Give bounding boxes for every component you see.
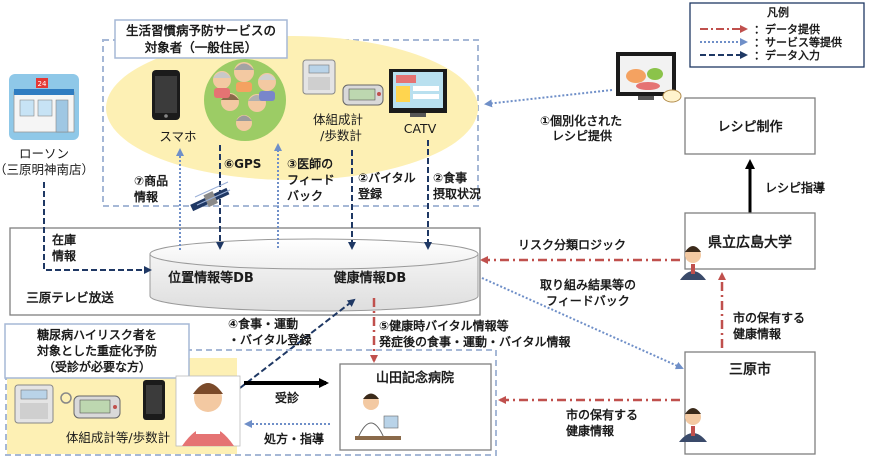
flow-patient-register-arrow (239, 298, 356, 389)
flow3-label-line2: フィード (287, 173, 335, 187)
stock-label-line1: 在庫 (52, 232, 76, 247)
smartphone-icon (152, 70, 180, 120)
database-cylinder (149, 238, 479, 312)
legend: 凡例 ：データ提供 ：サービス等提供 ：データ入力 (689, 2, 865, 68)
patient-title-line3: （受診が必要な方） (43, 359, 151, 374)
legend-label-data: ：データ提供 (754, 22, 820, 36)
patient-devices-label: 体組成計等/歩数計 (66, 430, 170, 445)
flow3-label-line3: バック (287, 189, 323, 203)
flow-recipe-provision-arrow (484, 89, 613, 108)
lawson-branch: （三原明神南店） (0, 162, 94, 177)
legend-label-input: ：データ入力 (754, 48, 820, 62)
lawson-store: 24 ローソン （三原明神南店） (0, 74, 94, 177)
hospital-label: 山田記念病院 (376, 370, 454, 386)
recipe-production-label: レシピ制作 (717, 119, 782, 135)
target-users-title-line2: 対象者（一般住民） (144, 40, 258, 55)
satellite-icon (190, 181, 231, 212)
patient-pedometer-icon (60, 392, 121, 419)
patient-title-line2: 対象とした重症化予防 (36, 343, 157, 358)
flow2c-label-line2: 摂取状況 (433, 186, 481, 201)
elderly-group-icon (204, 59, 286, 141)
db-health-label: 健康情報DB (334, 270, 407, 286)
doctor-icon (355, 393, 401, 440)
catv-company-box: 位置情報等DB 健康情報DB 三原テレビ放送 (9, 227, 481, 316)
body-scale-icon (302, 59, 336, 95)
patient-group-frame (5, 349, 497, 456)
target-users-title-box (114, 19, 288, 59)
city-held-label-line1: 市の保有する (566, 407, 638, 422)
city-box: 三原市 (684, 351, 816, 455)
city-data-label-line1: 市の保有する (733, 310, 805, 325)
target-users-ellipse (106, 36, 478, 180)
db-location-label: 位置情報等DB (168, 270, 254, 286)
patient-title-line1: 糖尿病ハイリスク者を (37, 327, 157, 342)
target-users-title-line1: 生活習慣病予防サービスの (126, 23, 276, 38)
city-label: 三原市 (729, 361, 771, 378)
flow2-label-line1: ②バイタル (358, 171, 416, 185)
patient-person-icon (175, 375, 241, 447)
convenience-store-icon: 24 (9, 74, 79, 140)
flow2c-label-line1: ②食事 (433, 170, 467, 185)
flow1-label-line2: レシピ提供 (552, 128, 612, 143)
patient-smartphone-icon (143, 380, 165, 420)
legend-title: 凡例 (767, 5, 789, 19)
visit-label: 受診 (275, 390, 300, 405)
pedometer-icon (342, 84, 384, 106)
recipe-production-box: レシピ制作 (684, 97, 816, 155)
flow2-label-line2: 登録 (357, 186, 383, 201)
flow7-label-line2: 情報 (134, 189, 159, 204)
flow5-label-line2: 発症後の食事・運動・バイタル情報 (378, 334, 572, 349)
flow7-label-line1: ⑦商品 (134, 173, 168, 188)
university-box: 県立広島大学 (684, 212, 816, 270)
flow4-label-line1: ④食事・運動 (228, 316, 298, 331)
pedometer-label: /歩数計 (320, 128, 362, 143)
feedback-label-line2: フィードバック (546, 294, 630, 308)
feedback-label-line1: 取り組み結果等の (540, 277, 636, 292)
catv-label: CATV (404, 121, 437, 136)
flow4-label-line2: ・バイタル登録 (228, 332, 313, 347)
city-data-label-line2: 健康情報 (733, 326, 782, 341)
university-label: 県立広島大学 (708, 234, 792, 251)
flow3-label-line1: ③医師の (287, 156, 333, 171)
body-scale-label: 体組成計 (313, 112, 363, 127)
legend-label-service: ：サービス等提供 (754, 35, 842, 49)
flow-stock-info-arrow (43, 182, 152, 274)
smartphone-label: スマホ (159, 129, 196, 144)
db-owner-label: 三原テレビ放送 (26, 290, 114, 305)
flow1-label-line1: ①個別化された (540, 113, 622, 128)
flow6-label: ⑥GPS (224, 157, 261, 171)
university-staff-icon (680, 246, 706, 280)
city-staff-icon (679, 408, 707, 442)
target-users-group: 生活習慣病予防サービスの 対象者（一般住民） スマホ (102, 19, 479, 207)
recipe-instruction-label: レシピ指導 (765, 180, 825, 195)
flow5-label-line1: ⑤健康時バイタル情報等 (379, 318, 509, 333)
lawson-name: ローソン (19, 146, 69, 161)
patient-title-box (4, 323, 190, 379)
tv-icon (389, 69, 447, 117)
meal-tv-icon (616, 52, 682, 103)
flow-feedback-arrow (481, 277, 684, 370)
stock-label-line2: 情報 (52, 248, 77, 263)
risk-logic-label: リスク分類ロジック (518, 237, 626, 252)
svg-text:24: 24 (38, 80, 47, 88)
patient-group: 糖尿病ハイリスク者を 対象とした重症化予防 （受診が必要な方） 体組成計等/歩数… (4, 323, 497, 456)
city-held-label-line2: 健康情報 (566, 423, 615, 438)
patient-scale-icon (14, 384, 54, 424)
prescription-label: 処方・指導 (263, 431, 324, 446)
